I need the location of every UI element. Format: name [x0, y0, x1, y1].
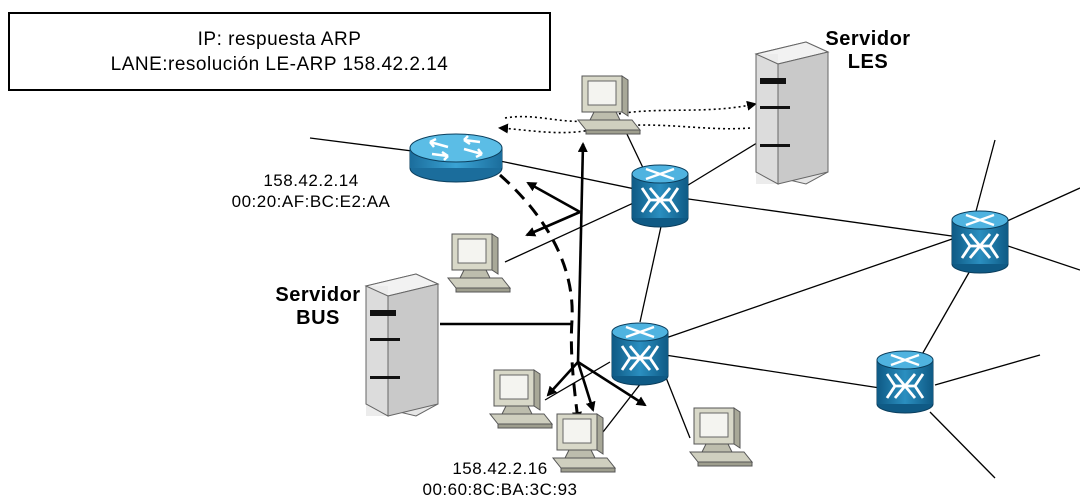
caption-line-ip: IP: respuesta ARP — [197, 28, 362, 50]
link-sw4-south — [929, 411, 996, 479]
link-sw3-sw4 — [919, 261, 976, 359]
link-router-west — [309, 137, 421, 153]
caption-line-lane: LANE:resolución LE-ARP 158.42.2.14 — [110, 53, 449, 75]
link-sw4-east — [934, 354, 1041, 386]
workstation-icon — [447, 233, 511, 293]
arp-response-arrows — [525, 142, 647, 412]
workstation-icon — [577, 75, 641, 135]
atm-switch-icon — [610, 321, 670, 387]
caption-box: IP: respuesta ARP LANE:resolución LE-ARP… — [8, 12, 551, 91]
link-sw3-east — [1004, 244, 1080, 271]
atm-switch-icon — [630, 163, 690, 229]
link-sw1-pc-top — [624, 129, 646, 173]
link-sw2-pc-b — [544, 361, 611, 401]
router-ip: 158.42.2.14 — [263, 171, 359, 190]
client-mac: 00:60:8C:BA:3C:93 — [422, 480, 578, 499]
link-sw2-sw4 — [664, 354, 881, 389]
les-server-label-line1: Servidor — [825, 28, 911, 50]
atm-switch-icon — [875, 349, 935, 415]
les-server-label: Servidor LES — [808, 28, 928, 74]
link-sw3-north — [974, 139, 996, 216]
link-sw3-northeast — [1004, 187, 1080, 223]
link-sw2-pc-c — [602, 377, 646, 433]
bus-server-label: Servidor BUS — [258, 284, 378, 330]
workstation-icon — [689, 407, 753, 467]
client-address-label: 158.42.2.16 00:60:8C:BA:3C:93 — [410, 458, 590, 500]
bus-server-label-line2: BUS — [296, 307, 340, 329]
les-server-label-line2: LES — [847, 51, 889, 73]
link-sw1-sw2 — [639, 221, 663, 323]
network-links — [309, 129, 1080, 479]
link-router-sw1 — [494, 159, 641, 191]
link-sw2-pc-right — [664, 374, 691, 439]
workstation-icon — [489, 369, 553, 429]
router-address-label: 158.42.2.14 00:20:AF:BC:E2:AA — [216, 170, 406, 212]
router-mac: 00:20:AF:BC:E2:AA — [231, 192, 391, 211]
bus-dashed-flow — [499, 173, 582, 422]
link-sw2-sw3 — [659, 237, 956, 341]
link-sw1-les — [679, 137, 766, 191]
router-icon — [409, 133, 503, 183]
client-ip: 158.42.2.16 — [452, 459, 548, 478]
bus-server-label-line1: Servidor — [275, 284, 361, 306]
atm-switch-icon — [950, 209, 1010, 275]
link-sw1-pc-left — [504, 199, 641, 263]
link-sw1-sw3 — [659, 194, 981, 241]
